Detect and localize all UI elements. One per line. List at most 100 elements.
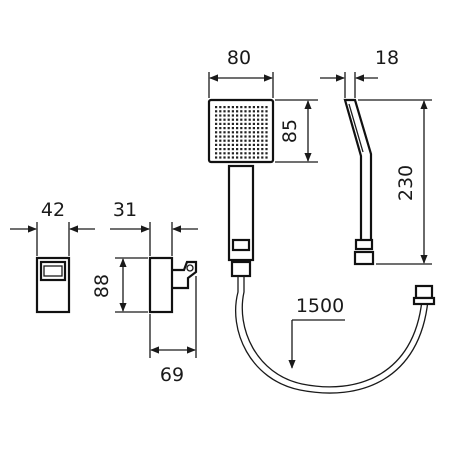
nozzle-dot	[248, 143, 251, 146]
nozzle-dot	[248, 135, 251, 138]
nozzle-dot	[236, 106, 239, 109]
hose	[234, 276, 436, 394]
nozzle-dot	[236, 122, 239, 125]
nozzle-dot	[244, 156, 247, 159]
nozzle-dot	[215, 131, 218, 134]
nozzle-dot	[244, 131, 247, 134]
dimension-lines	[10, 72, 432, 369]
nozzle-dot	[231, 110, 234, 113]
nozzle-dot	[215, 110, 218, 113]
nozzle-dot	[261, 152, 264, 155]
nozzle-dot	[223, 156, 226, 159]
nozzle-dot	[215, 106, 218, 109]
nozzle-dot	[227, 156, 230, 159]
nozzle-dot	[248, 118, 251, 121]
nozzle-dot	[223, 122, 226, 125]
nozzle-dot	[236, 139, 239, 142]
nozzle-dot	[219, 114, 222, 117]
nozzle-dot	[240, 110, 243, 113]
nozzle-dot	[219, 131, 222, 134]
nozzle-dot	[236, 135, 239, 138]
nozzle-dot	[227, 135, 230, 138]
nozzle-dot	[265, 139, 268, 142]
nozzle-dot	[252, 135, 255, 138]
nozzle-dot	[236, 110, 239, 113]
shower-head	[207, 98, 275, 164]
nozzle-dot	[223, 148, 226, 151]
label-holder-projection: 69	[160, 364, 184, 386]
nozzle-dot	[261, 118, 264, 121]
nozzle-dot	[265, 110, 268, 113]
nozzle-dot	[261, 106, 264, 109]
nozzle-dot	[219, 143, 222, 146]
nozzle-dot	[227, 152, 230, 155]
nozzle-dot	[252, 127, 255, 130]
label-wall-outlet-width: 42	[41, 199, 65, 221]
nozzle-dot	[257, 143, 260, 146]
hose-nut	[231, 238, 251, 252]
nozzle-dot	[252, 131, 255, 134]
nozzle-dot	[248, 127, 251, 130]
nozzle-dot	[248, 114, 251, 117]
nozzle-dot	[231, 131, 234, 134]
nozzle-dot	[231, 122, 234, 125]
nozzle-dot	[219, 139, 222, 142]
nozzle-dot	[236, 114, 239, 117]
nozzle-dot	[248, 106, 251, 109]
nozzle-dot	[227, 148, 230, 151]
nozzle-dot	[257, 127, 260, 130]
hose-inner	[241, 276, 423, 388]
nozzle-dot	[227, 139, 230, 142]
label-holder-width: 31	[113, 199, 137, 221]
nozzle-dot	[231, 156, 234, 159]
nozzle-grid	[215, 106, 268, 159]
nozzle-dot	[219, 152, 222, 155]
nozzle-dot	[215, 127, 218, 130]
nozzle-dot	[240, 106, 243, 109]
wall-outlet	[35, 256, 71, 314]
nozzle-dot	[223, 127, 226, 130]
wall-outlet-body	[35, 256, 71, 314]
nozzle-dot	[227, 118, 230, 121]
nozzle-dot	[227, 131, 230, 134]
wall-outlet-connector	[39, 260, 67, 282]
nozzle-dot	[265, 148, 268, 151]
nozzle-dot	[265, 106, 268, 109]
nozzle-dot	[261, 127, 264, 130]
nozzle-dot	[215, 135, 218, 138]
nozzle-dot	[265, 122, 268, 125]
handle	[227, 164, 255, 262]
nozzle-dot	[215, 156, 218, 159]
nozzle-dot	[257, 131, 260, 134]
nozzle-dot	[219, 127, 222, 130]
nozzle-dot	[252, 110, 255, 113]
nozzle-dot	[257, 114, 260, 117]
nozzle-dot	[227, 106, 230, 109]
nozzle-dot	[248, 148, 251, 151]
label-handset-length: 230	[395, 165, 417, 201]
nozzle-dot	[223, 131, 226, 134]
nozzle-dot	[240, 143, 243, 146]
nozzle-dot	[240, 139, 243, 142]
nozzle-dot	[244, 152, 247, 155]
holder-clip	[186, 264, 194, 272]
nozzle-dot	[248, 152, 251, 155]
nozzle-dot	[244, 135, 247, 138]
nozzle-dot	[223, 106, 226, 109]
nozzle-dot	[248, 156, 251, 159]
nozzle-dot	[261, 156, 264, 159]
nozzle-dot	[252, 114, 255, 117]
nozzle-dot	[231, 127, 234, 130]
nozzle-dot	[261, 122, 264, 125]
label-handset-width: 80	[227, 47, 251, 69]
nozzle-dot	[252, 106, 255, 109]
nozzle-dot	[252, 148, 255, 151]
nozzle-dot	[244, 118, 247, 121]
nozzle-dot	[240, 131, 243, 134]
nozzle-dot	[231, 135, 234, 138]
nozzle-dot	[215, 143, 218, 146]
nozzle-dot	[240, 122, 243, 125]
holder-plate	[148, 256, 174, 314]
nozzle-dot	[215, 114, 218, 117]
nozzle-dot	[261, 110, 264, 113]
